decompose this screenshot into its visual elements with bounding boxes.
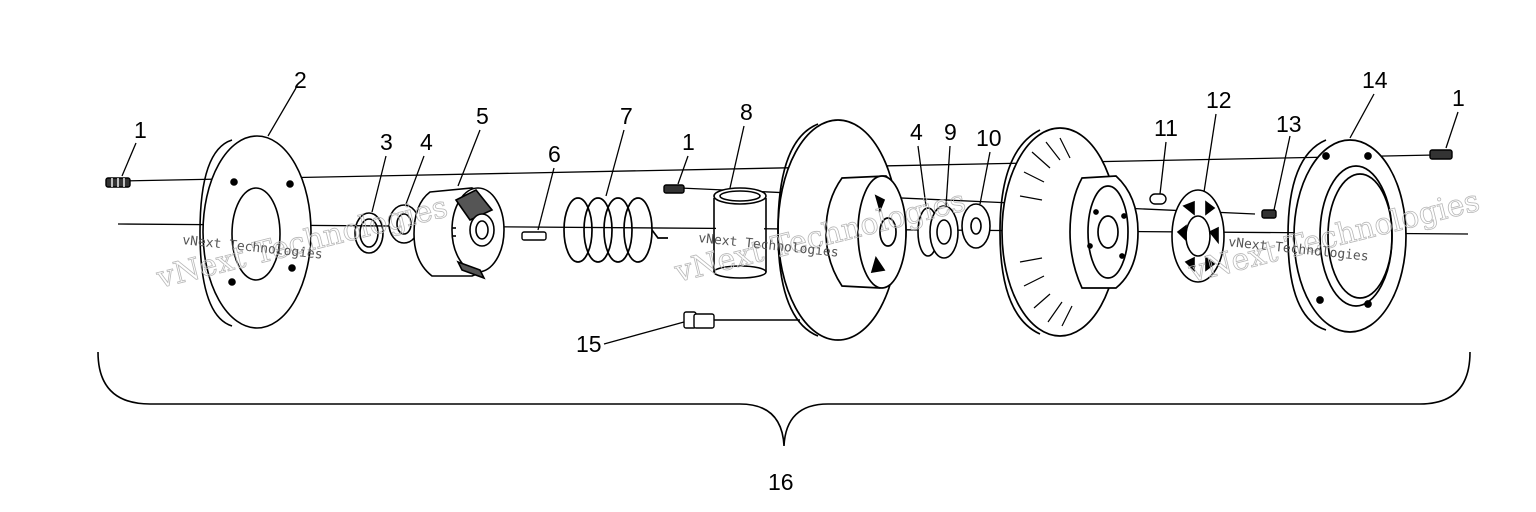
part-1-bolt-middle bbox=[663, 184, 685, 194]
part-13-screw bbox=[1261, 209, 1277, 219]
part-6-pin bbox=[521, 231, 547, 241]
callout-5: 5 bbox=[476, 103, 489, 129]
part-14-outer-cover bbox=[1287, 139, 1407, 333]
callout-1-right: 1 bbox=[1452, 85, 1465, 111]
part-2-cover-plate bbox=[199, 135, 312, 329]
fixed-sheave bbox=[999, 127, 1139, 337]
callout-1-left: 1 bbox=[134, 117, 147, 143]
callout-12: 12 bbox=[1206, 87, 1232, 113]
callout-10: 10 bbox=[976, 125, 1002, 151]
callout-1-middle: 1 bbox=[682, 129, 695, 155]
part-12-retainer bbox=[1171, 189, 1225, 283]
part-3-snap-ring bbox=[354, 212, 384, 254]
callout-labels: 1 2 3 4 5 6 7 1 8 4 9 10 11 12 13 14 1 1… bbox=[134, 67, 1465, 495]
bolt-axis-line bbox=[679, 187, 1256, 215]
part-1-bolt-left bbox=[105, 177, 131, 188]
callout-16: 16 bbox=[768, 469, 794, 495]
part-11-button bbox=[1149, 193, 1167, 205]
callout-11: 11 bbox=[1154, 115, 1178, 141]
callout-6: 6 bbox=[548, 141, 561, 167]
callout-2: 2 bbox=[294, 67, 307, 93]
part-4-washer-left bbox=[388, 204, 420, 244]
part-15-plug bbox=[683, 311, 800, 329]
upper-axis-line bbox=[121, 154, 1436, 182]
callout-3: 3 bbox=[380, 129, 393, 155]
callout-8: 8 bbox=[740, 99, 753, 125]
callout-4-left: 4 bbox=[420, 129, 433, 155]
callout-13: 13 bbox=[1276, 111, 1302, 137]
part-1-bolt-right bbox=[1429, 149, 1453, 160]
callout-4-right: 4 bbox=[910, 119, 923, 145]
part-7-spring bbox=[563, 197, 668, 263]
callout-7: 7 bbox=[620, 103, 633, 129]
callout-15: 15 bbox=[576, 331, 602, 357]
callout-14: 14 bbox=[1362, 67, 1388, 93]
assembly-brace bbox=[97, 351, 1471, 447]
leader-lines bbox=[121, 87, 1459, 345]
part-5-cam bbox=[413, 187, 505, 280]
movable-sheave bbox=[777, 119, 907, 341]
part-10-washer bbox=[961, 203, 991, 249]
part-8-bushing bbox=[713, 187, 767, 279]
part-9-spacer bbox=[929, 205, 959, 259]
callout-9: 9 bbox=[944, 119, 957, 145]
